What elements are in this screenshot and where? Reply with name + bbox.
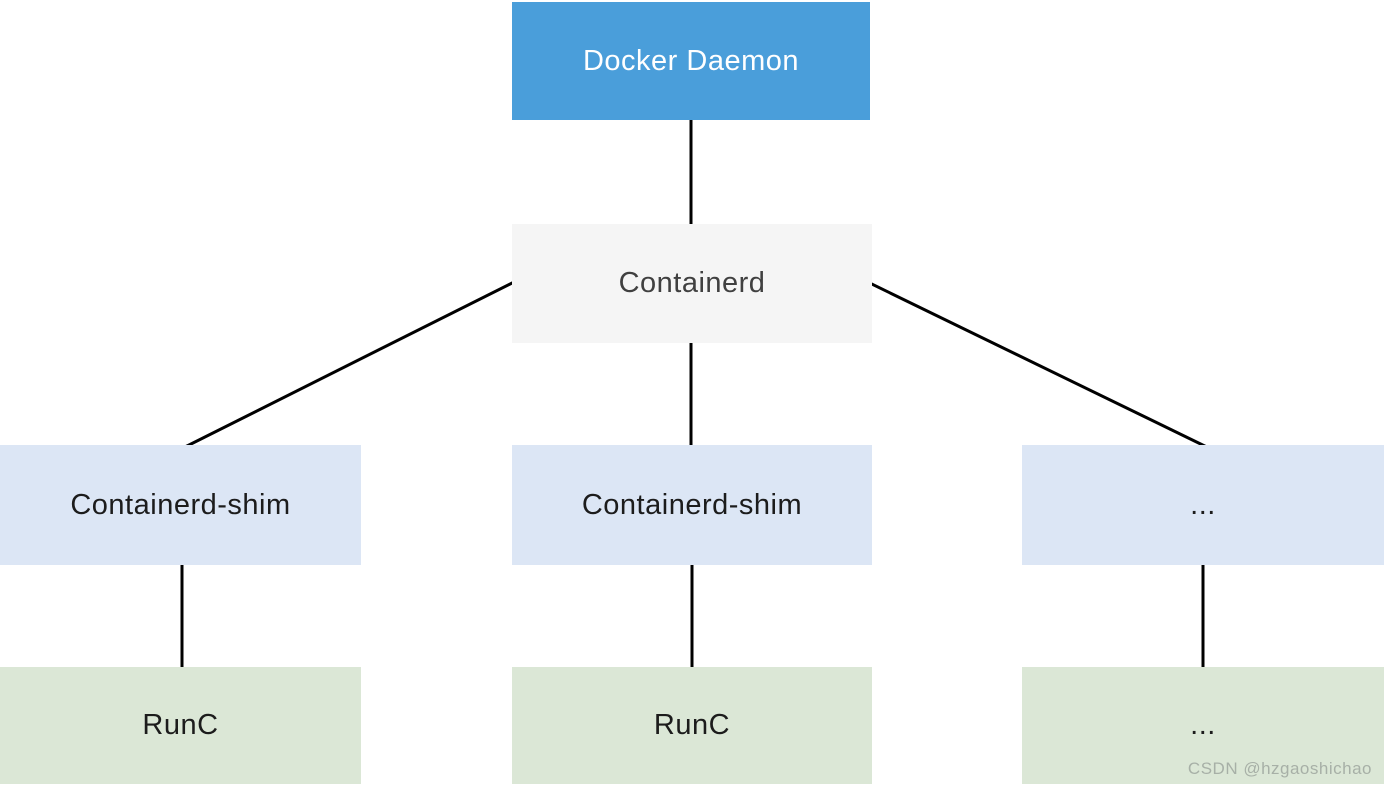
node-runc-ellipsis-label: ...	[1190, 709, 1216, 741]
node-docker-daemon: Docker Daemon	[512, 2, 870, 120]
node-containerd-shim-1: Containerd-shim	[0, 445, 361, 565]
node-runc-1-label: RunC	[142, 709, 219, 741]
node-runc-ellipsis: ...	[1022, 667, 1384, 784]
node-containerd-shim-2: Containerd-shim	[512, 445, 872, 565]
node-containerd-shim-1-label: Containerd-shim	[70, 488, 291, 521]
node-containerd-shim-2-label: Containerd-shim	[581, 488, 803, 521]
node-runc-2-label: RunC	[653, 709, 731, 741]
edge-containerd-shim3	[844, 269, 1216, 453]
node-docker-daemon-label: Docker Daemon	[582, 44, 800, 77]
node-shim-ellipsis-label: ...	[1190, 488, 1216, 521]
node-runc-1: RunC	[0, 667, 361, 784]
node-runc-2: RunC	[512, 667, 872, 784]
node-containerd: Containerd	[512, 224, 872, 343]
node-shim-ellipsis: ...	[1022, 445, 1384, 565]
edge-containerd-shim1	[174, 267, 541, 454]
node-containerd-label: Containerd	[618, 267, 766, 299]
watermark: CSDN @hzgaoshichao	[1187, 759, 1372, 778]
